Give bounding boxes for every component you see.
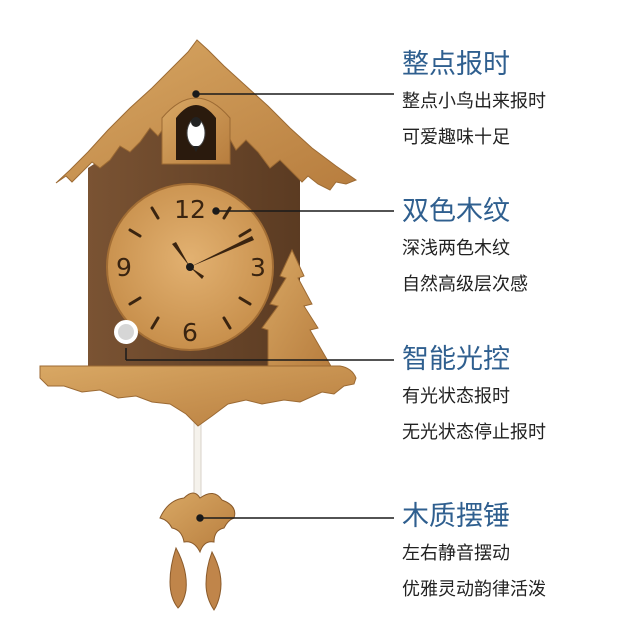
pendulum-leaf-right (205, 550, 222, 611)
feature-title: 双色木纹 (402, 196, 510, 227)
feature-two-tone-wood: 双色木纹 深浅两色木纹 自然高级层次感 (402, 195, 634, 297)
base-shelf (39, 365, 357, 427)
feature-hourly-chime: 整点报时 整点小鸟出来报时 可爱趣味十足 (402, 48, 634, 150)
feature-line: 深浅两色木纹 (402, 238, 510, 259)
feature-wooden-pendulum: 木质摆锤 左右静音摆动 优雅灵动韵律活泼 (402, 500, 634, 602)
hour-tick-marks (128, 206, 252, 330)
hand-center-pin (186, 263, 194, 271)
feature-title: 整点报时 (402, 49, 510, 80)
clock-hands (172, 236, 254, 279)
light-sensor-icon (114, 320, 138, 344)
numeral-3: 3 (250, 253, 266, 282)
feature-line: 整点小鸟出来报时 (402, 91, 546, 112)
feature-title: 智能光控 (402, 344, 510, 375)
feature-line: 优雅灵动韵律活泼 (402, 579, 546, 600)
pendulum-leaf (159, 492, 236, 554)
tree-decoration (261, 248, 333, 369)
feature-light-sensor: 智能光控 有光状态报时 无光状态停止报时 (402, 343, 634, 445)
feature-line: 可爱趣味十足 (402, 127, 510, 148)
numeral-9: 9 (116, 253, 132, 282)
feature-line: 左右静音摆动 (402, 543, 510, 564)
feature-title: 木质摆锤 (402, 501, 510, 532)
pendulum-leaf-left (169, 546, 187, 609)
feature-line: 自然高级层次感 (402, 274, 528, 295)
pointer-lines (125, 90, 394, 522)
numeral-12: 12 (174, 195, 206, 224)
feature-line: 无光状态停止报时 (402, 422, 546, 443)
numeral-6: 6 (182, 318, 198, 347)
feature-line: 有光状态报时 (402, 386, 510, 407)
